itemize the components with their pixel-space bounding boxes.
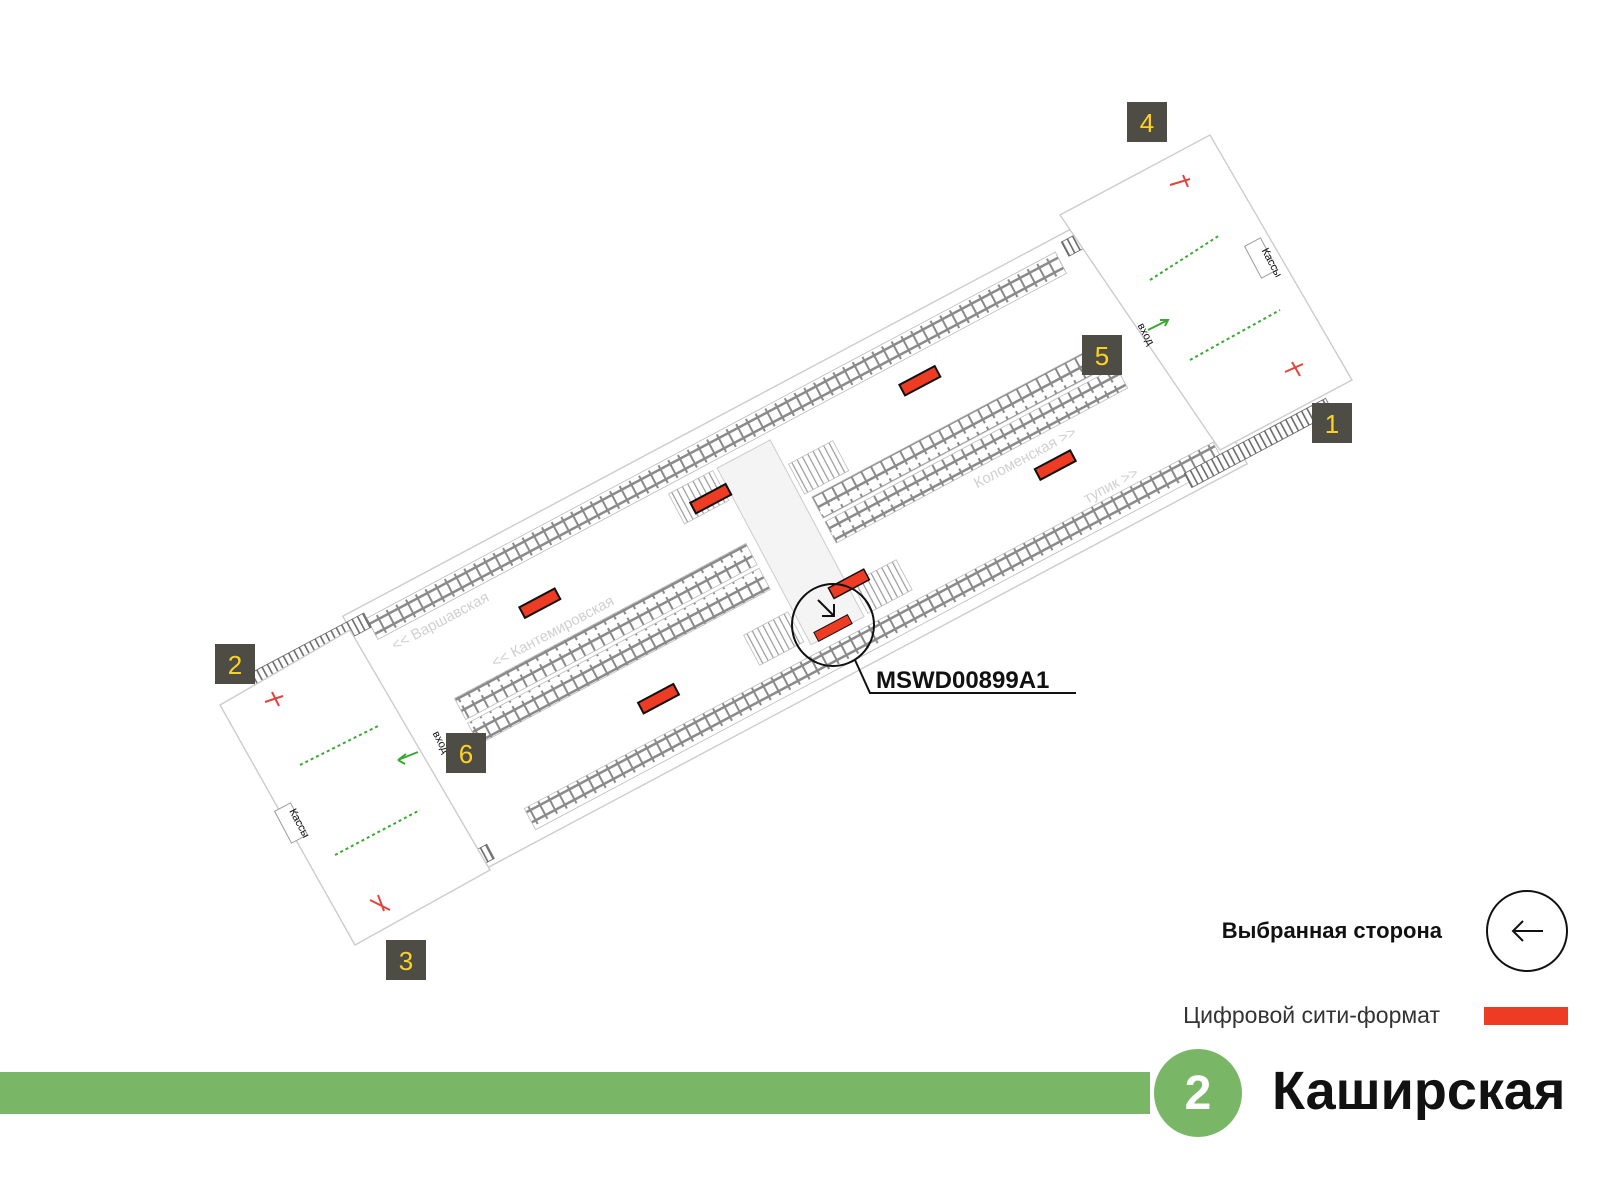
stairs-center-bottom <box>851 559 913 614</box>
vestibule-west-outline <box>219 629 491 946</box>
exit-badge-1: 1 <box>1312 403 1352 443</box>
selected-side-circle <box>791 583 875 667</box>
legend-selected-side-row: Выбранная сторона <box>1008 890 1568 972</box>
exit-number: 5 <box>1095 341 1109 371</box>
exit-badge-6: 6 <box>446 733 486 773</box>
exit-badge-5: 5 <box>1082 335 1122 375</box>
placement-marker[interactable] <box>1033 448 1078 482</box>
placement-code: MSWD00899A1 <box>876 667 1049 694</box>
station-name: Каширская <box>1272 1061 1566 1121</box>
track-warshavskaya <box>366 251 1068 641</box>
exit-badge-2: 2 <box>215 644 255 684</box>
legend-selected-side-label: Выбранная сторона <box>1221 918 1442 943</box>
kassy-box-west <box>273 802 309 844</box>
exit-number: 2 <box>228 650 242 680</box>
line-bar <box>0 1072 1150 1114</box>
line-number: 2 <box>1184 1066 1212 1120</box>
legend: Выбранная сторона Цифровой сити-формат <box>1008 890 1568 1029</box>
exit-arrow-icon <box>397 751 419 765</box>
placement-marker[interactable] <box>636 682 681 715</box>
exit-number: 6 <box>459 739 473 769</box>
track-tupik <box>523 441 1225 831</box>
flow-line <box>334 809 421 856</box>
track-kolomenskaya-2 <box>824 366 1129 544</box>
legend-digital-swatch <box>1484 1006 1568 1025</box>
platform-area: << Варшавская << Кантемировская Коломенс… <box>248 166 1334 921</box>
stairs-center-mid <box>788 440 850 495</box>
placement-callout[interactable]: MSWD00899A1 <box>791 583 1076 694</box>
legend-digital-label: Цифровой сити-формат <box>1183 1002 1440 1028</box>
exit-number: 3 <box>399 946 413 976</box>
placement-marker[interactable] <box>517 587 562 620</box>
stairs-center-low <box>743 611 805 666</box>
exit-1-door-icon <box>1284 361 1304 377</box>
exit-2-door-icon <box>264 691 284 707</box>
selected-side-icon <box>1486 890 1568 972</box>
exit-number: 1 <box>1325 409 1339 439</box>
exit-4-door-icon <box>1169 174 1191 188</box>
exit-number: 4 <box>1140 108 1154 138</box>
placement-marker[interactable] <box>898 364 942 397</box>
legend-digital-row: Цифровой сити-формат <box>1008 1002 1568 1029</box>
flow-line <box>1189 309 1281 361</box>
track-kantemirovskaya <box>453 542 758 721</box>
exit-3-door-icon <box>369 894 391 912</box>
placement-arrow-icon <box>817 599 835 617</box>
kassy-box-east <box>1243 237 1279 279</box>
exit-badge-4: 4 <box>1127 102 1167 142</box>
placement-callout-marker <box>813 613 853 643</box>
exit-badge-3: 3 <box>386 940 426 980</box>
placement-marker[interactable] <box>688 482 733 515</box>
flow-line <box>299 724 381 766</box>
line-number-badge: 2 <box>1150 1045 1246 1141</box>
entrance-arrow-icon <box>1147 319 1170 331</box>
vestibule-east-outline <box>1058 134 1353 451</box>
arrow-left-icon <box>1511 920 1543 942</box>
callout-leader-line <box>854 659 1076 694</box>
vestibule-east: Кассы вход <box>1058 134 1353 451</box>
flow-line <box>1149 234 1221 281</box>
